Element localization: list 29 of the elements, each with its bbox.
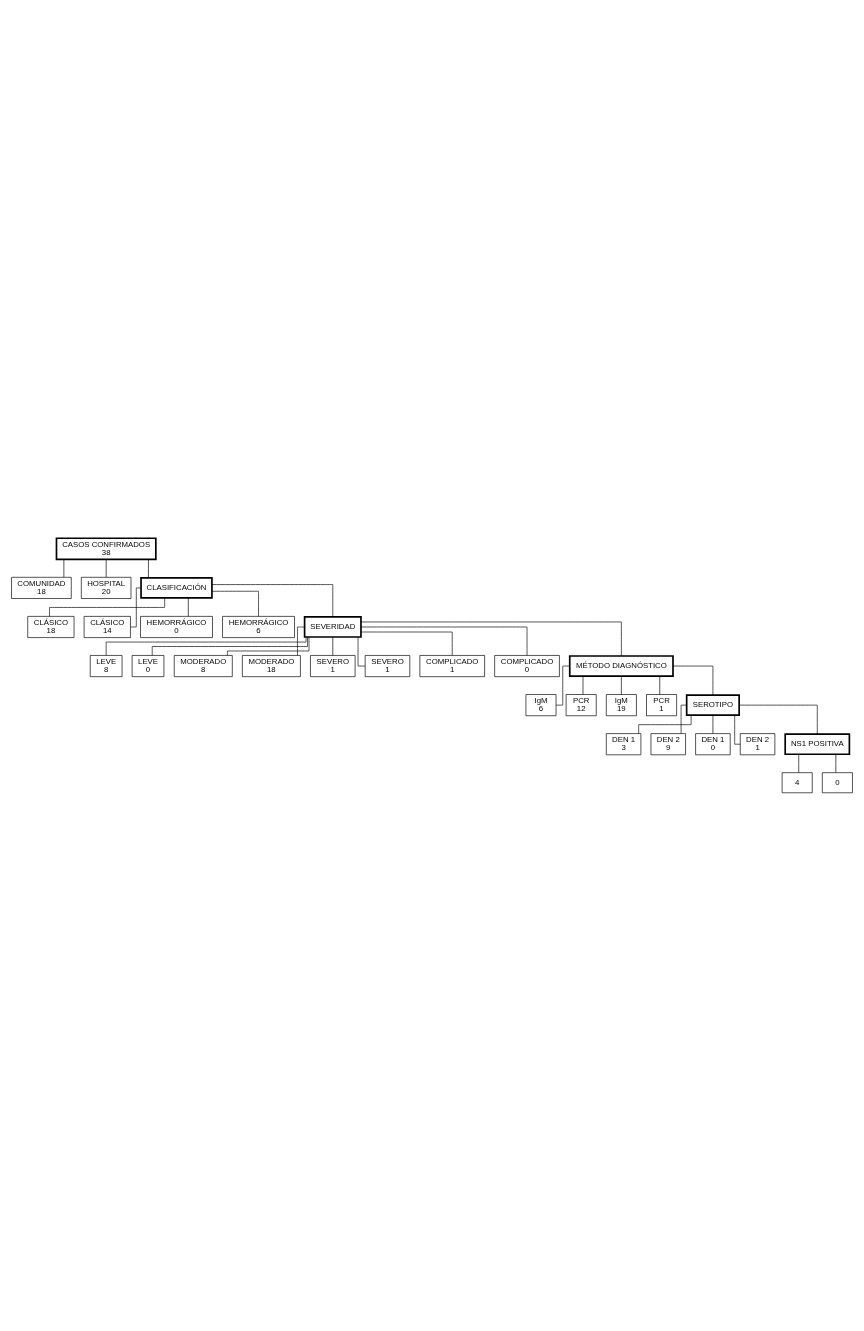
connector: [105, 559, 107, 578]
connector: [621, 675, 622, 695]
connector: [187, 597, 189, 617]
connector: [105, 636, 307, 656]
connector: [680, 704, 687, 734]
connector: [734, 714, 741, 745]
connector: [360, 631, 453, 656]
connector: [738, 704, 818, 735]
connector: [297, 626, 305, 656]
connector: [148, 559, 149, 579]
connector: [227, 636, 310, 656]
connector: [211, 584, 334, 618]
connector: [835, 754, 837, 773]
connector: [672, 665, 714, 696]
connector: [582, 675, 584, 695]
connector: [357, 636, 366, 667]
connector: [798, 754, 800, 773]
connector: [332, 636, 334, 656]
connector: [151, 636, 308, 656]
connector: [211, 590, 259, 617]
connector: [130, 587, 142, 628]
connector: [659, 675, 661, 695]
connector: [63, 559, 65, 578]
connector: [638, 715, 692, 734]
connector: [49, 597, 165, 617]
connector: [555, 665, 571, 706]
connector: [712, 714, 714, 734]
connector: [360, 621, 622, 657]
connector: [360, 626, 528, 656]
